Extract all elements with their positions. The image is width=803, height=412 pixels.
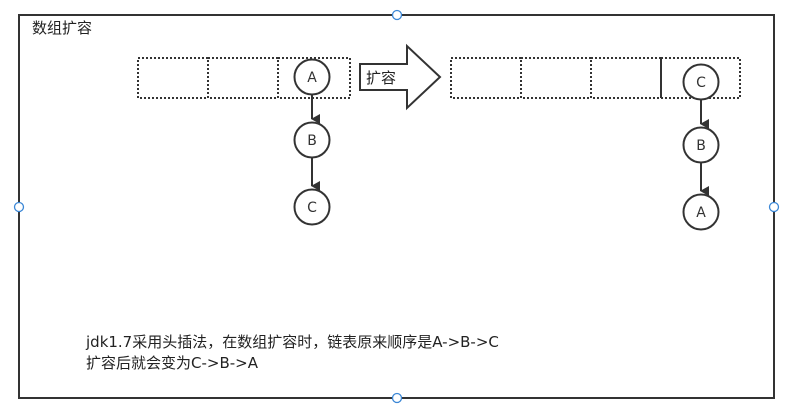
chain-before-node-3 <box>293 188 331 226</box>
array-before <box>137 57 351 99</box>
resize-block-arrow <box>359 43 442 111</box>
resize-arrow-label: 扩容 <box>366 69 397 87</box>
array-after <box>450 57 741 99</box>
chain-after-node-3-label: A <box>696 205 706 221</box>
array-after-cell <box>450 57 522 99</box>
frame-handle-bottom[interactable] <box>391 392 403 404</box>
caption-line-2: 扩容后就会变为C->B->A <box>86 354 258 372</box>
frame-handle-left[interactable] <box>13 201 25 213</box>
frame-title: 数组扩容 <box>32 19 93 37</box>
array-before-cell <box>137 57 209 99</box>
chain-before-node-1-label: A <box>307 70 317 86</box>
array-before-cell <box>207 57 279 99</box>
caption-line-1: jdk1.7采用头插法，在数组扩容时，链表原来顺序是A->B->C <box>86 333 499 351</box>
array-after-cell <box>590 57 662 99</box>
chain-after-node-2-label: B <box>696 138 706 154</box>
chain-before-node-2 <box>293 121 331 159</box>
chain-before-node-2-label: B <box>307 133 317 149</box>
chain-after-node-1 <box>682 63 720 101</box>
frame-handle-right[interactable] <box>768 201 780 213</box>
array-after-cell <box>520 57 592 99</box>
chain-before-node-1 <box>293 58 331 96</box>
array-after-cell <box>660 57 741 99</box>
frame-handle-top[interactable] <box>391 9 403 21</box>
chain-after-node-1-label: C <box>696 75 706 91</box>
chain-after: C B A <box>682 63 720 231</box>
chain-before-node-3-label: C <box>307 200 317 216</box>
chain-before: A B C <box>293 58 331 226</box>
chain-after-node-3 <box>682 193 720 231</box>
array-before-cell <box>277 57 351 99</box>
chain-after-node-2 <box>682 126 720 164</box>
